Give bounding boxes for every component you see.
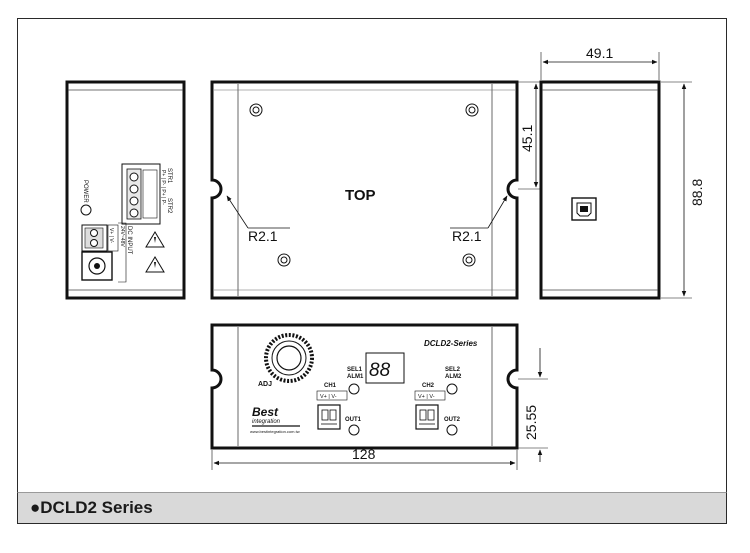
sel1-label: SEL1 xyxy=(347,367,363,373)
caption-bar xyxy=(17,492,727,524)
str-labels: STR1 xyxy=(166,168,172,184)
adjustment-knob-icon xyxy=(264,333,314,383)
dimension-height: 88.8 xyxy=(661,81,705,299)
dimension-width: 49.1 xyxy=(540,45,660,80)
svg-text:integration: integration xyxy=(252,419,281,425)
sel1-led-icon xyxy=(348,383,360,395)
vplus-vminus-label: V+ | V- xyxy=(108,228,114,243)
ch1-vpm-label: V+ | V- xyxy=(320,394,337,400)
power-led-icon xyxy=(80,204,92,216)
caption-series-title: ●DCLD2 Series xyxy=(30,498,153,517)
front-height-value: 25.55 xyxy=(523,405,539,440)
out2-led-icon xyxy=(446,424,458,436)
svg-text:Best: Best xyxy=(252,405,279,419)
front-length-value: 128 xyxy=(352,446,376,462)
power-label: POWER xyxy=(82,180,88,203)
str2-label: STR2 xyxy=(166,198,172,214)
left-side-view: STR1 STR2 P+ | P- | P+ | P- POWER V+ | V… xyxy=(65,80,186,300)
out2-label: OUT2 xyxy=(444,417,461,423)
dimension-notch-offset: 45.1 xyxy=(518,81,545,190)
svg-text:www.bestintegration.com.tw: www.bestintegration.com.tw xyxy=(250,429,300,434)
width-value: 49.1 xyxy=(586,45,613,61)
sel2-label: SEL2 xyxy=(445,367,461,373)
height-value: 88.8 xyxy=(689,179,705,206)
out1-label: OUT1 xyxy=(345,417,362,423)
dc-range-label: 24V~48V xyxy=(119,226,125,247)
usb-b-port-icon xyxy=(571,197,597,221)
sensor-terminal-block xyxy=(121,163,161,225)
ch2-terminal xyxy=(415,404,439,430)
ch2-vpm-label: V+ | V- xyxy=(418,394,435,400)
sel2-led-icon xyxy=(446,383,458,395)
radius-right-label: R2.1 xyxy=(452,228,482,244)
series-name-label: DCLD2-Series xyxy=(424,339,478,348)
seven-segment-display xyxy=(365,352,405,384)
right-side-view xyxy=(539,80,661,300)
top-view: TOP R2.1 R2.1 xyxy=(210,80,519,300)
best-integration-logo: Best integration www.bestintegration.com… xyxy=(250,405,300,434)
dimension-front-height: 25.55 xyxy=(518,348,548,462)
alm1-label: ALM1 xyxy=(347,374,364,380)
dc-input-terminal xyxy=(81,224,108,252)
dimension-front-length: 128 xyxy=(211,446,518,470)
radius-left-label: R2.1 xyxy=(248,228,278,244)
display-digits: 88 xyxy=(369,360,391,381)
out1-led-icon xyxy=(348,424,360,436)
alm2-label: ALM2 xyxy=(445,374,462,380)
ch1-label: CH1 xyxy=(324,383,337,389)
ch1-terminal xyxy=(317,404,341,430)
top-view-label: TOP xyxy=(345,187,376,204)
notch-offset-value: 45.1 xyxy=(519,125,535,152)
p-terminal-labels: P+ | P- | P+ | P- xyxy=(160,170,166,205)
ch2-label: CH2 xyxy=(422,383,435,389)
dc-jack xyxy=(81,251,113,281)
front-view: DCLD2-Series ADJ 88 SEL1 ALM1 SEL2 ALM2 … xyxy=(210,323,519,450)
dc-input-label: DC INPUT xyxy=(126,226,132,255)
adj-label: ADJ xyxy=(258,381,272,388)
